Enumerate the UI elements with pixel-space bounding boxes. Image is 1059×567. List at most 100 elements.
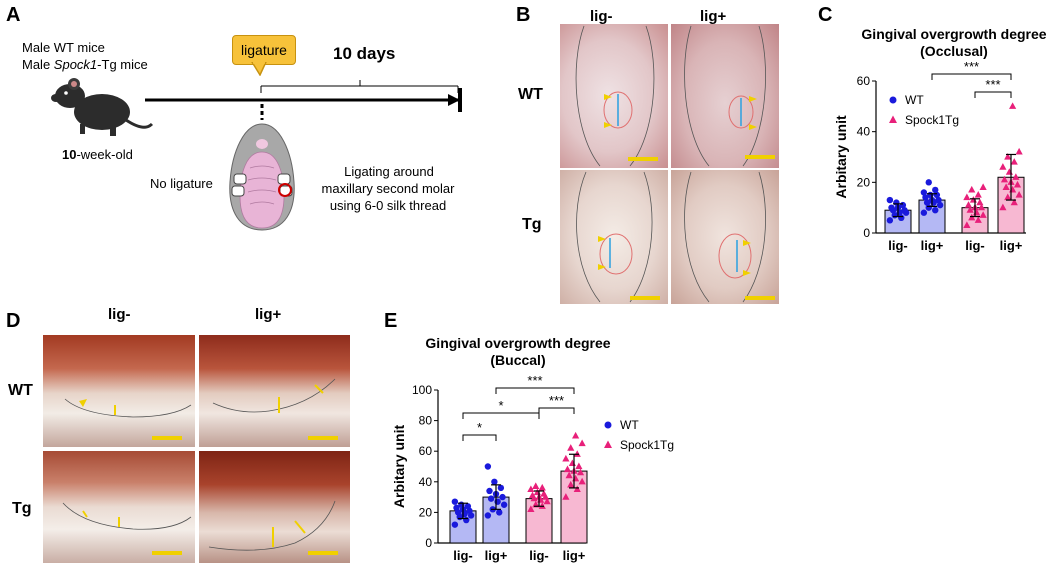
no-ligature-label: No ligature xyxy=(150,176,213,191)
data-point xyxy=(920,209,928,216)
significance-bracket xyxy=(931,73,1012,80)
data-point xyxy=(899,201,907,209)
data-point xyxy=(979,183,987,190)
mice-line-1: Male WT mice xyxy=(22,40,105,55)
data-point xyxy=(562,493,570,500)
panel-letter-b: B xyxy=(516,4,531,26)
data-point xyxy=(1015,147,1023,155)
ligature-label: ligature xyxy=(241,42,287,58)
data-point xyxy=(932,186,939,194)
chart-title: Gingival overgrowth degree xyxy=(861,26,1046,42)
ligating-desc-2: maxillary second molar xyxy=(321,181,455,196)
y-tick-label: 80 xyxy=(419,414,433,428)
data-point xyxy=(576,468,585,476)
ligature-callout-pointer xyxy=(251,62,267,76)
panel-letter-e: E xyxy=(384,310,398,332)
y-axis-label: Arbitary unit xyxy=(833,115,849,199)
data-point xyxy=(491,478,498,485)
data-point xyxy=(964,201,973,208)
y-tick-label: 20 xyxy=(857,175,871,189)
data-point xyxy=(527,505,535,512)
data-point xyxy=(497,484,505,492)
data-point xyxy=(578,439,586,447)
legend-label-tg: Spock1Tg xyxy=(905,113,959,127)
y-tick-label: 100 xyxy=(412,383,432,397)
data-point xyxy=(923,199,931,206)
scale-bar xyxy=(152,436,182,440)
panel-b-row-tg: Tg xyxy=(522,216,542,233)
x-tick-label: lig+ xyxy=(1000,238,1023,253)
data-point xyxy=(538,483,546,491)
photo-buccal-tg-lig-minus xyxy=(43,451,195,563)
data-point xyxy=(999,163,1007,170)
photo-occlusal-tg-lig-minus xyxy=(560,170,668,304)
data-point xyxy=(922,194,929,201)
data-point xyxy=(528,491,537,499)
panel-d-row-wt: WT xyxy=(8,382,33,399)
data-point xyxy=(888,204,895,211)
x-tick-label: lig+ xyxy=(485,548,508,563)
data-point xyxy=(1015,191,1023,198)
panel-b-col-lig-minus: lig- xyxy=(590,8,613,25)
data-point xyxy=(487,495,495,502)
panel-d-col-lig-plus: lig+ xyxy=(255,306,282,323)
mouse-illustration xyxy=(51,78,154,136)
photo-occlusal-wt-lig-plus xyxy=(671,24,779,168)
data-point xyxy=(1013,180,1022,188)
ligature-callout: ligature xyxy=(232,35,296,65)
data-point xyxy=(999,203,1007,211)
data-point xyxy=(573,450,581,457)
y-tick-label: 40 xyxy=(857,125,871,139)
photo-occlusal-wt-lig-minus xyxy=(560,24,668,168)
data-point xyxy=(979,211,987,218)
data-point xyxy=(932,207,939,214)
data-point xyxy=(936,201,944,209)
data-point xyxy=(496,509,503,516)
legend-marker-tg xyxy=(604,440,612,448)
significance-bracket xyxy=(974,91,1012,98)
data-point xyxy=(1004,153,1012,160)
y-tick-label: 0 xyxy=(863,226,870,240)
significance-bracket xyxy=(538,407,575,414)
data-point xyxy=(562,454,570,462)
y-tick-label: 60 xyxy=(857,74,871,88)
legend-marker-wt xyxy=(604,421,612,429)
significance-label: *** xyxy=(985,77,1000,92)
data-point xyxy=(1010,198,1018,206)
x-tick-label: lig+ xyxy=(563,548,586,563)
mice-line-2: Male Spock1-Tg mice xyxy=(22,57,148,72)
data-point xyxy=(463,516,470,524)
panel-letter-a: A xyxy=(6,4,21,26)
data-point xyxy=(572,431,580,439)
data-point xyxy=(963,221,971,228)
data-point xyxy=(494,498,501,505)
data-point xyxy=(886,196,894,204)
scale-bar xyxy=(630,296,660,300)
data-point xyxy=(893,199,900,206)
significance-label: * xyxy=(498,398,503,413)
data-point xyxy=(968,185,976,193)
legend-label-wt: WT xyxy=(620,418,639,432)
data-point xyxy=(974,216,982,223)
photo-occlusal-tg-lig-plus xyxy=(671,170,779,304)
data-point xyxy=(486,487,493,495)
data-point xyxy=(563,465,572,473)
age-label: 10-week-old xyxy=(62,147,133,162)
data-point xyxy=(527,485,535,493)
data-point xyxy=(453,504,460,512)
data-point xyxy=(920,189,928,196)
data-point xyxy=(538,502,546,509)
data-point xyxy=(458,501,465,508)
data-point xyxy=(532,482,540,489)
x-tick-label: lig- xyxy=(453,548,473,563)
significance-bracket xyxy=(495,387,575,394)
data-point xyxy=(1005,168,1013,175)
data-point xyxy=(573,485,581,493)
data-point xyxy=(565,471,573,479)
data-point xyxy=(1010,158,1018,165)
legend-marker-tg xyxy=(889,115,897,123)
panel-d-col-lig-minus: lig- xyxy=(108,306,131,323)
panel-letter-d: D xyxy=(6,310,21,332)
ligating-desc-3: using 6-0 silk thread xyxy=(329,198,447,213)
scale-bar xyxy=(152,551,182,555)
